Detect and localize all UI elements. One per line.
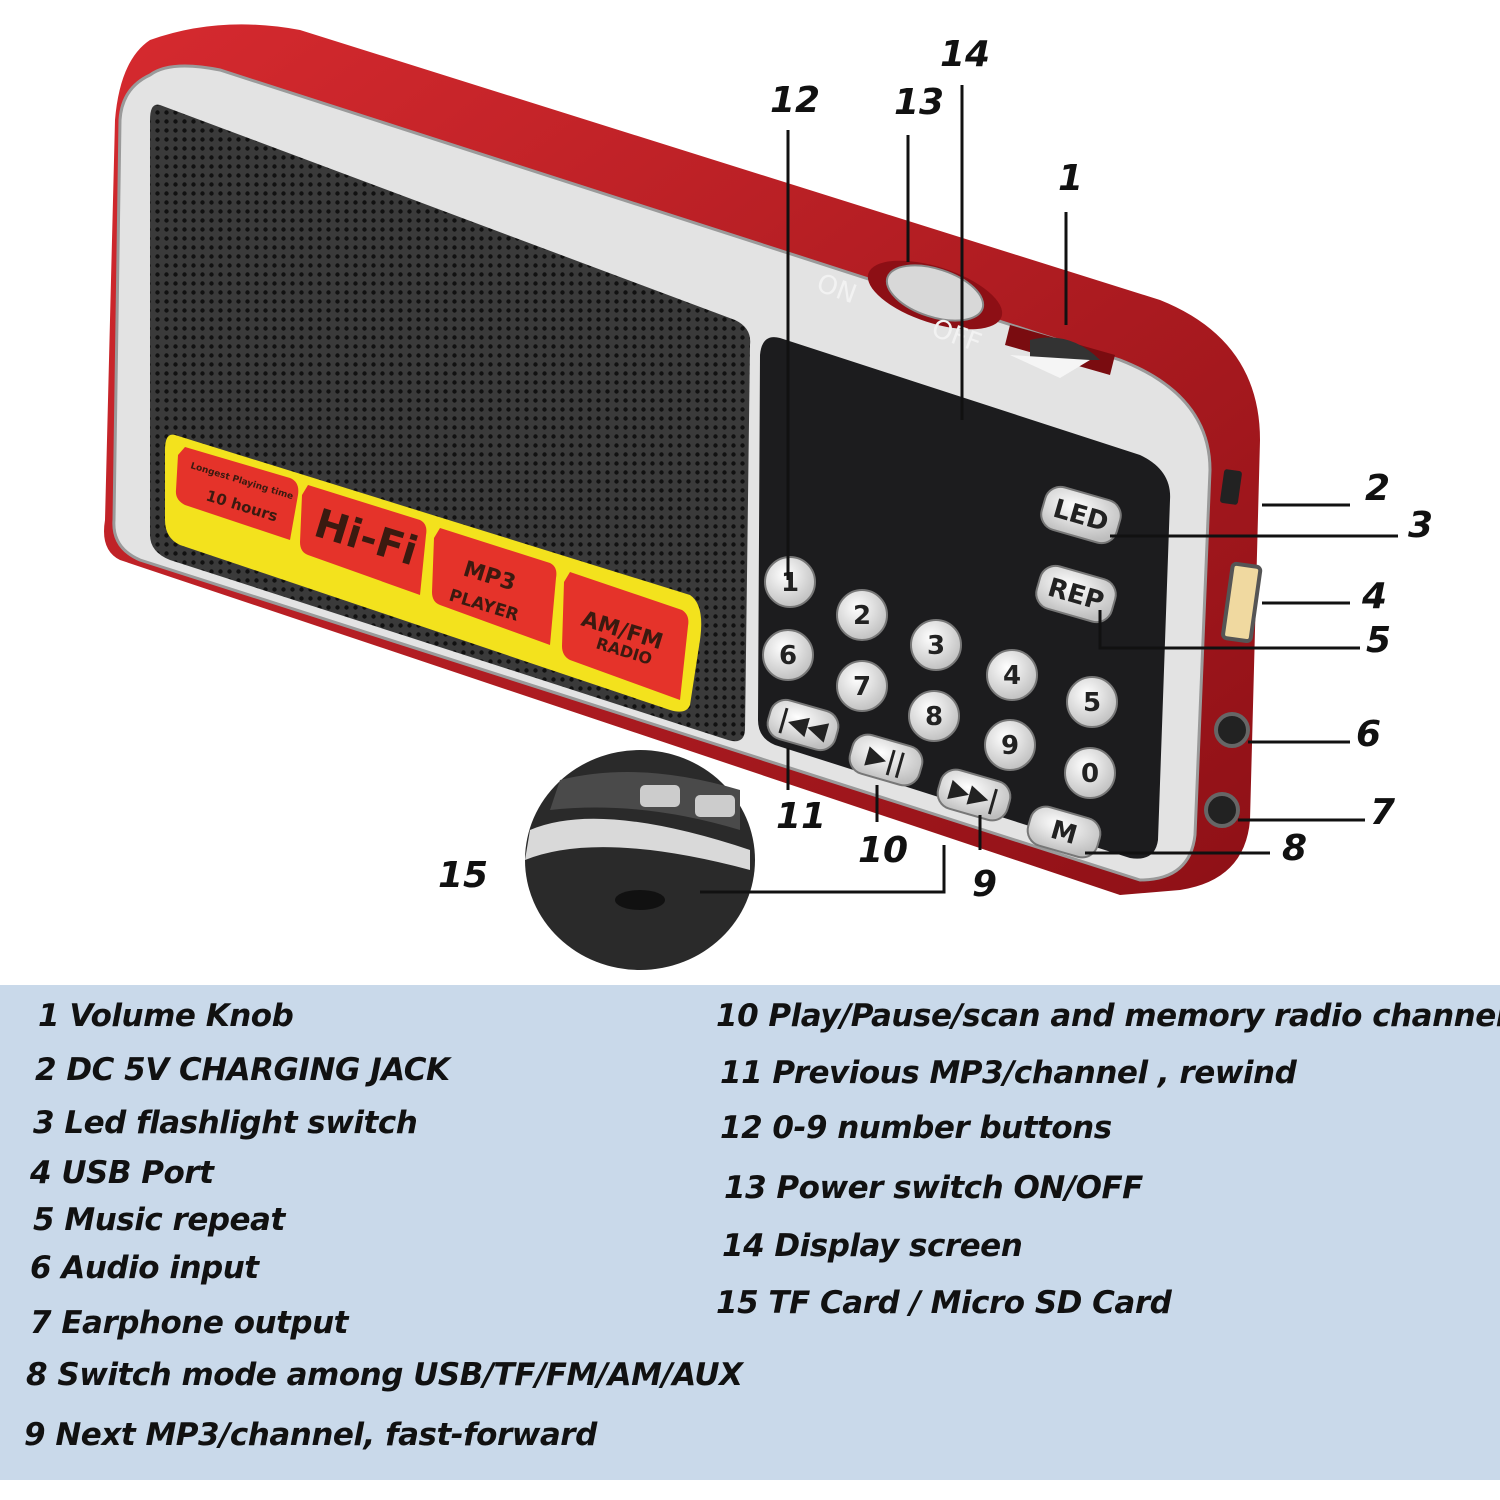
legend-item: 15 TF Card / Micro SD Card [716,1285,1172,1321]
audio-input-jack [1214,712,1250,748]
radio-illustration: Longest Playing time 10 hours Hi-Fi MP3 … [104,24,1433,970]
volume-knob[interactable] [1005,325,1115,378]
digit-label: 9 [1001,731,1019,761]
callout-8: 8 [1282,828,1307,869]
digit-label: 1 [781,568,799,598]
number-button-5[interactable]: 5 [1066,676,1118,728]
legend-item: 14 Display screen [722,1228,1023,1264]
digit-label: 7 [853,672,871,702]
callout-5: 5 [1366,620,1391,661]
led-button[interactable]: LED [1037,483,1124,547]
callout-15: 15 [438,855,488,896]
legend-item: 1 Volume Knob [38,998,294,1034]
rep-button[interactable]: REP [1032,562,1119,626]
digit-label: 5 [1083,688,1101,718]
number-button-4[interactable]: 4 [986,649,1038,701]
digit-label: 6 [779,641,797,671]
leader-lines [700,85,1398,894]
callout-9: 9 [972,864,997,905]
legend-item: 3 Led flashlight switch [33,1105,418,1141]
callout-7: 7 [1370,792,1395,833]
legend-panel: 1 Volume Knob 2 DC 5V CHARGING JACK 3 Led … [0,985,1500,1480]
number-button-9[interactable]: 9 [984,719,1036,771]
legend-item: 5 Music repeat [33,1202,285,1238]
number-button-3[interactable]: 3 [910,619,962,671]
number-button-2[interactable]: 2 [836,589,888,641]
tf-card-inset [525,750,755,970]
previous-button[interactable]: |◀◀ [764,696,842,754]
play-pause-button[interactable]: ▶|| [846,731,926,789]
dc-charging-jack [1220,469,1242,505]
callout-14: 14 [940,34,990,75]
legend-item: 12 0-9 number buttons [720,1110,1112,1146]
callout-2: 2 [1365,468,1390,509]
legend-item: 11 Previous MP3/channel , rewind [720,1055,1297,1091]
callout-12: 12 [770,80,820,121]
legend-item: 7 Earphone output [30,1305,348,1341]
number-button-8[interactable]: 8 [908,690,960,742]
power-switch[interactable]: ON OFF [813,247,1011,359]
keypad-panel [758,337,1171,859]
digit-label: 4 [1003,661,1021,691]
mode-button[interactable]: M [1024,803,1104,861]
legend-item: 6 Audio input [30,1250,259,1286]
number-button-1[interactable]: 1 [764,556,816,608]
digit-label: 0 [1081,759,1099,789]
feature-stickers: Longest Playing time 10 hours Hi-Fi MP3 … [165,434,702,712]
callout-13: 13 [894,82,944,123]
legend-item: 9 Next MP3/channel, fast-forward [24,1417,597,1453]
legend-item: 2 DC 5V CHARGING JACK [35,1052,450,1088]
callout-6: 6 [1356,714,1381,755]
callout-1: 1 [1058,158,1083,199]
number-button-6[interactable]: 6 [762,629,814,681]
next-button[interactable]: ▶▶| [934,766,1014,824]
usb-port [1221,561,1263,644]
legend-item: 4 USB Port [30,1155,214,1191]
legend-item: 10 Play/Pause/scan and memory radio chan… [716,998,1500,1034]
digit-label: 3 [927,631,945,661]
earphone-jack [1204,792,1240,828]
legend-item: 8 Switch mode among USB/TF/FM/AM/AUX [26,1357,743,1393]
digit-label: 8 [925,702,943,732]
legend-item: 13 Power switch ON/OFF [724,1170,1143,1206]
callout-11: 11 [776,796,826,837]
callout-10: 10 [858,830,908,871]
digit-label: 2 [853,601,871,631]
callout-4: 4 [1361,576,1387,617]
number-button-7[interactable]: 7 [836,660,888,712]
number-button-0[interactable]: 0 [1064,747,1116,799]
callout-3: 3 [1408,505,1433,546]
